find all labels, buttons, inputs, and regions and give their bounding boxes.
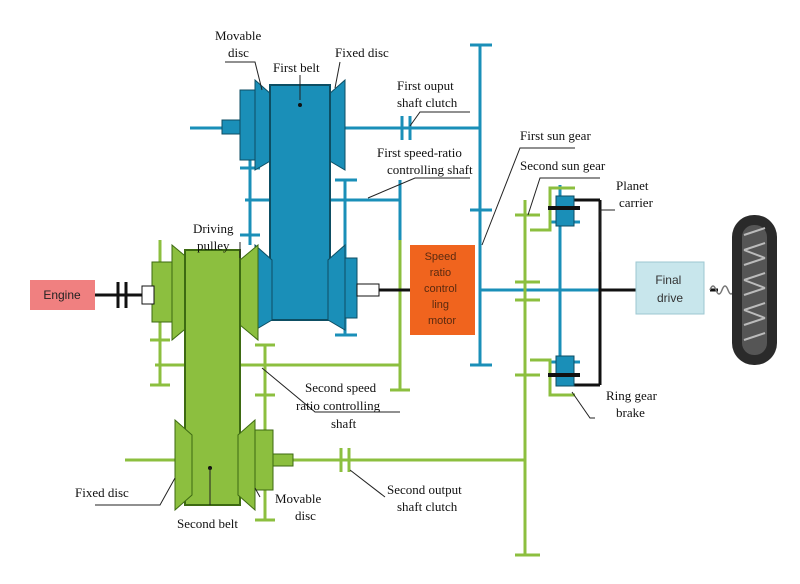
first-output-clutch <box>400 116 412 140</box>
first-belt <box>269 84 331 321</box>
first-sun-gear-label: First sun gear <box>520 128 591 143</box>
first-output-clutch-label: First ouput shaft clutch <box>397 78 458 110</box>
final-drive-label: Final drive <box>655 273 684 305</box>
second-output-clutch <box>339 448 351 472</box>
second-belt <box>184 249 241 506</box>
second-belt-label: Second belt <box>177 516 238 531</box>
second-pulley-assembly <box>141 243 294 512</box>
final-drive-box: Final drive <box>635 261 705 315</box>
engine-label: Engine <box>43 288 81 302</box>
planet-carrier-label: Planet carrier <box>616 178 654 210</box>
speed-ratio-motor-box: Speed ratio control ling motor <box>410 245 475 335</box>
second-sun-gear-label: Second sun gear <box>520 158 606 173</box>
leader-lines <box>95 61 615 506</box>
fixed-disc-top-label: Fixed disc <box>335 45 389 60</box>
planetary-gear-set <box>548 195 580 387</box>
engine-box: Engine <box>30 280 95 310</box>
ring-gear-brake-label: Ring gear brake <box>606 388 660 420</box>
second-output-clutch-label: Second output shaft clutch <box>387 482 465 514</box>
driving-pulley-label: Driving pulley <box>193 221 237 253</box>
first-belt-label: First belt <box>273 60 320 75</box>
first-pulley-assembly <box>221 78 380 331</box>
tire-icon <box>732 215 777 365</box>
first-speed-ratio-shaft-label: First speed-ratio controlling shaft <box>377 145 473 177</box>
motor-label: Speed ratio control ling motor <box>424 251 460 327</box>
second-speed-ratio-shaft-label: Second speed ratio controlling shaft <box>296 380 383 431</box>
fixed-disc-bottom-label: Fixed disc <box>75 485 129 500</box>
movable-disc-bottom-label: Movable disc <box>275 491 324 523</box>
movable-disc-top-label: Movable disc <box>215 28 264 60</box>
